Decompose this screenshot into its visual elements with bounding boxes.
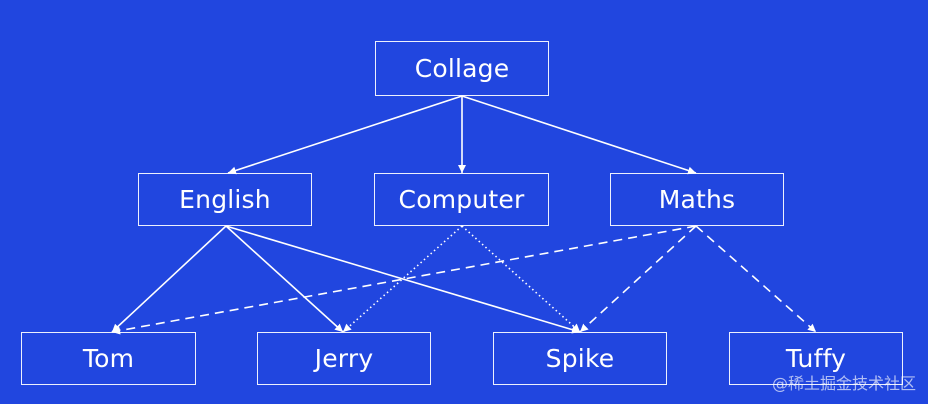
node-english: English <box>138 173 312 226</box>
edge-maths-to-tuffy <box>695 225 817 333</box>
node-spike: Spike <box>493 332 667 385</box>
watermark: @稀土掘金技术社区 <box>771 374 916 393</box>
edge-maths-to-spike <box>579 225 697 333</box>
node-jerry: Jerry <box>257 332 431 385</box>
node-collage: Collage <box>375 41 549 96</box>
edge-english-to-tom <box>111 225 227 333</box>
edge-collage-to-english <box>227 95 463 175</box>
edge-english-to-spike <box>225 225 581 334</box>
edge-maths-to-tom <box>111 225 697 335</box>
edge-english-to-jerry <box>225 225 344 333</box>
node-tom: Tom <box>21 332 196 385</box>
node-computer: Computer <box>374 173 549 226</box>
node-maths: Maths <box>610 173 784 226</box>
node-tuffy: Tuffy <box>729 332 903 385</box>
edge-collage-to-maths <box>461 95 697 175</box>
edge-computer-to-spike <box>461 225 581 333</box>
